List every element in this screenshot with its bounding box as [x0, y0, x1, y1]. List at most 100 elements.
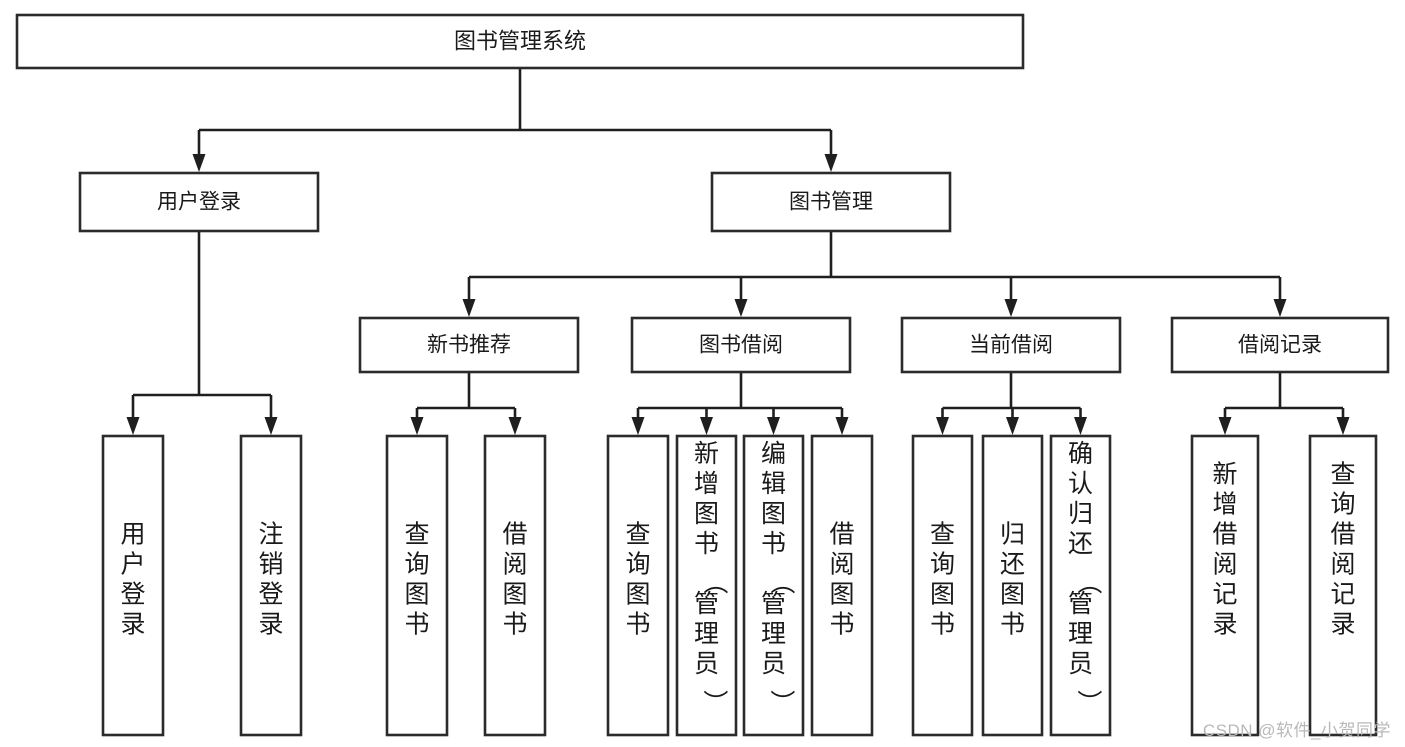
connector-book-borrow-to-leaves	[631, 372, 849, 435]
node-book-borrow[interactable]: 图书借阅	[630, 316, 852, 374]
svg-text:查: 查	[625, 521, 650, 549]
svg-text:（: （	[1075, 569, 1103, 594]
svg-text:管: 管	[1068, 590, 1093, 618]
svg-text:员: 员	[1068, 650, 1093, 678]
svg-text:理: 理	[1068, 620, 1093, 648]
connector-current-borrow-to-leaves	[936, 372, 1087, 435]
svg-text:阅: 阅	[829, 551, 854, 579]
node-current-borrow[interactable]: 当前借阅	[900, 316, 1122, 374]
svg-text:）: ）	[1075, 689, 1103, 714]
node-root-label: 图书管理系统	[454, 28, 586, 53]
svg-text:询: 询	[1330, 491, 1355, 519]
svg-text:增: 增	[694, 470, 719, 498]
svg-text:认: 认	[1068, 470, 1093, 498]
svg-text:图: 图	[761, 500, 786, 528]
svg-text:员: 员	[694, 650, 719, 678]
svg-text:注: 注	[258, 521, 283, 549]
svg-text:书: 书	[502, 611, 527, 639]
svg-text:确: 确	[1068, 440, 1093, 468]
svg-text:借: 借	[1330, 521, 1355, 549]
svg-text:查: 查	[404, 521, 429, 549]
svg-text:录: 录	[1212, 611, 1237, 639]
node-borrow-record[interactable]: 借阅记录	[1170, 316, 1390, 374]
connector-layer	[126, 68, 1350, 435]
svg-text:询: 询	[404, 551, 429, 579]
node-user-login[interactable]: 用户登录	[78, 171, 320, 233]
svg-text:记: 记	[1212, 581, 1237, 609]
svg-text:辑: 辑	[761, 470, 786, 498]
connector-borrow-record-to-leaves	[1218, 372, 1350, 435]
svg-text:员: 员	[761, 650, 786, 678]
svg-text:登: 登	[258, 581, 283, 609]
svg-text:书: 书	[761, 530, 786, 558]
node-new-book-recommend[interactable]: 新书推荐	[358, 316, 580, 374]
svg-text:阅: 阅	[1330, 551, 1355, 579]
svg-text:借: 借	[829, 521, 854, 549]
svg-text:）: ）	[768, 689, 796, 714]
svg-text:图: 图	[502, 581, 527, 609]
svg-text:查: 查	[1330, 461, 1355, 489]
svg-text:还: 还	[1068, 530, 1093, 558]
node-book-management[interactable]: 图书管理	[710, 171, 952, 233]
svg-text:归: 归	[1000, 521, 1025, 549]
svg-text:理: 理	[761, 620, 786, 648]
svg-text:书: 书	[404, 611, 429, 639]
svg-text:（: （	[701, 569, 729, 594]
svg-text:查: 查	[930, 521, 955, 549]
node-root[interactable]: 图书管理系统	[15, 13, 1025, 70]
leaf-leaf-user-login-label: 用户登录	[120, 521, 145, 639]
connector-new-book-recommend-to-leaves	[410, 372, 522, 435]
node-layer: 图书管理系统用户登录图书管理新书推荐图书借阅当前借阅借阅记录用户登录注销登录查询…	[15, 13, 1390, 737]
svg-text:新: 新	[694, 440, 719, 468]
svg-text:书: 书	[930, 611, 955, 639]
svg-text:阅: 阅	[1212, 551, 1237, 579]
svg-text:图: 图	[930, 581, 955, 609]
node-new-book-recommend-label: 新书推荐	[427, 334, 511, 357]
node-current-borrow-label: 当前借阅	[969, 334, 1053, 357]
svg-text:图: 图	[829, 581, 854, 609]
svg-text:管: 管	[761, 590, 786, 618]
svg-text:户: 户	[120, 551, 145, 579]
svg-text:归: 归	[1068, 500, 1093, 528]
svg-text:登: 登	[120, 581, 145, 609]
node-borrow-record-label: 借阅记录	[1238, 334, 1322, 357]
svg-text:图: 图	[404, 581, 429, 609]
svg-text:询: 询	[930, 551, 955, 579]
svg-text:询: 询	[625, 551, 650, 579]
svg-text:录: 录	[120, 611, 145, 639]
svg-text:阅: 阅	[502, 551, 527, 579]
svg-text:还: 还	[1000, 551, 1025, 579]
svg-text:销: 销	[258, 551, 283, 579]
svg-text:借: 借	[1212, 521, 1237, 549]
leaf-leaf-user-login[interactable]: 用户登录	[101, 434, 165, 737]
svg-text:管: 管	[694, 590, 719, 618]
node-book-borrow-label: 图书借阅	[699, 334, 783, 357]
svg-text:图: 图	[625, 581, 650, 609]
svg-text:录: 录	[258, 611, 283, 639]
svg-text:借: 借	[502, 521, 527, 549]
svg-text:增: 增	[1212, 491, 1237, 519]
